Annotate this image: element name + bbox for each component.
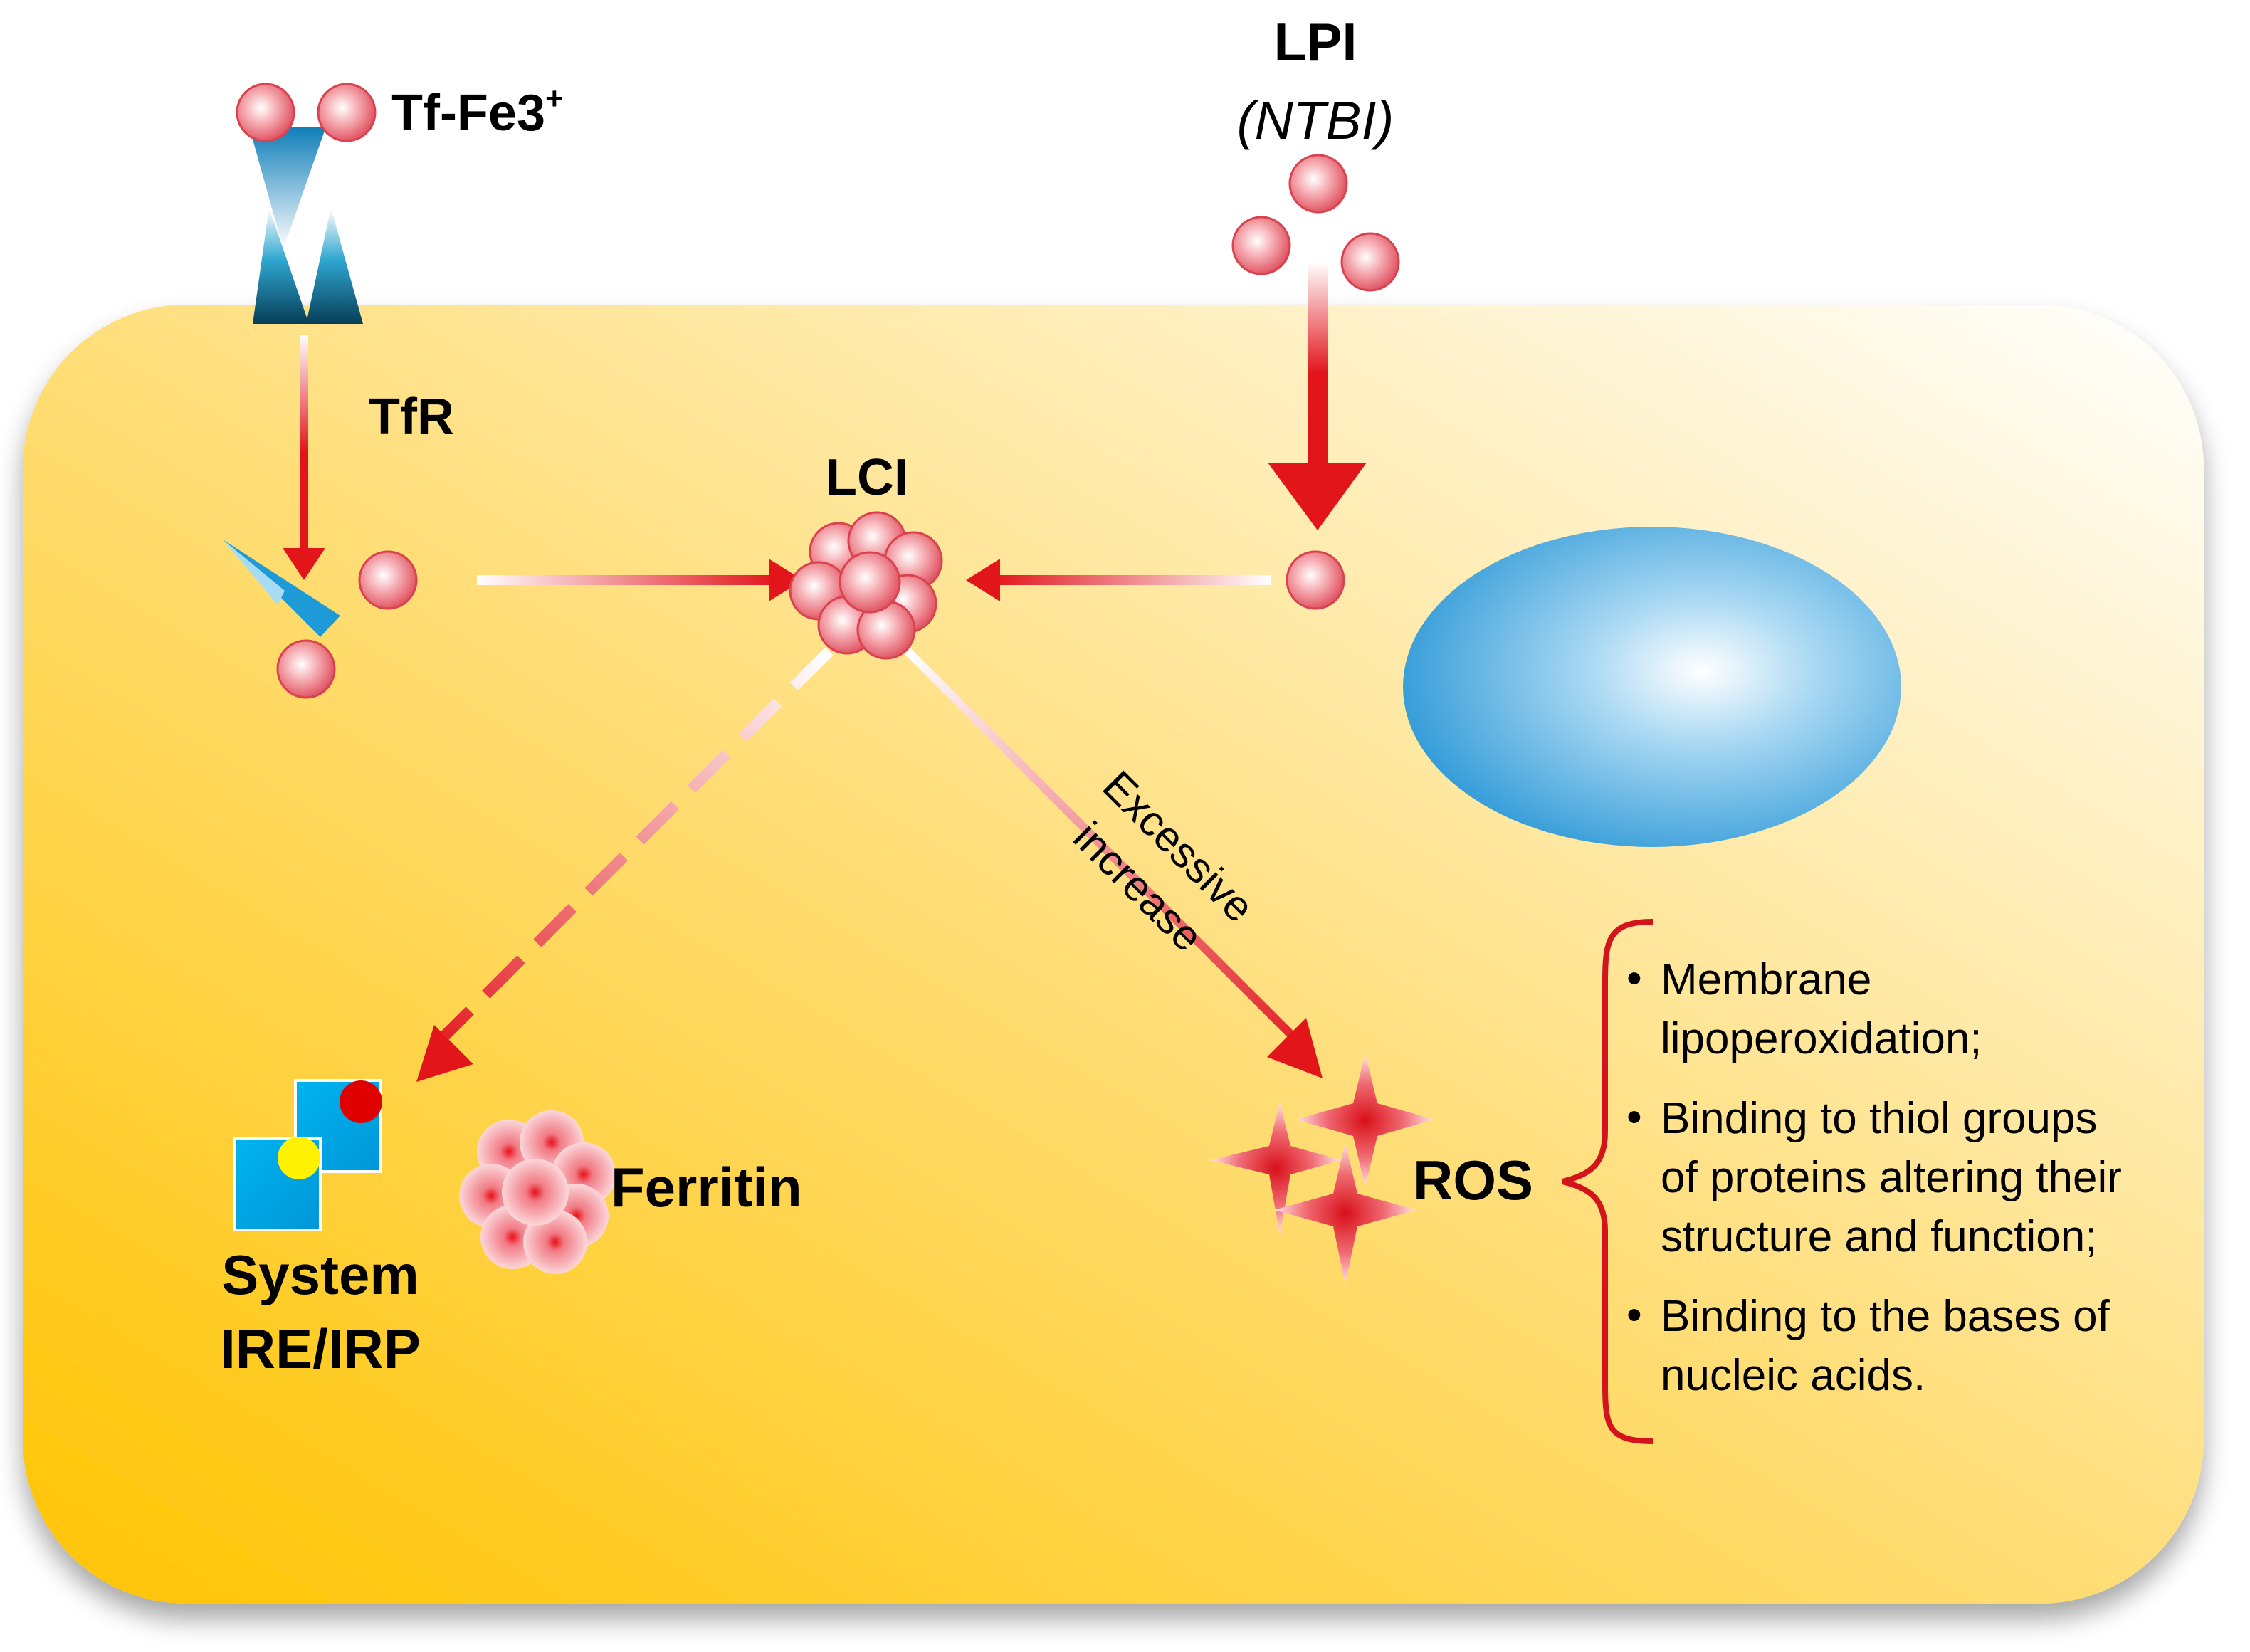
effect-2-bullet: • <box>1626 1093 1642 1142</box>
ros-effects-list: • Membrane lipoperoxidation; • Binding t… <box>1626 954 2122 1400</box>
ire-irp-system-icon <box>233 1079 382 1231</box>
cell-body <box>23 305 2204 1604</box>
lpi-uptake-arrow <box>1268 262 1367 530</box>
ferritin-label: Ferritin <box>611 1156 802 1219</box>
tf-fe3-label: Tf-Fe3+ <box>391 81 564 142</box>
ros-stars <box>1210 1053 1434 1285</box>
lci-label: LCI <box>826 449 908 506</box>
lpi-ball-right <box>1340 232 1400 292</box>
tf-iron-ball-right <box>317 83 377 142</box>
arrow-tfr-to-lci <box>477 559 803 601</box>
effects-bracket <box>1562 919 1654 1444</box>
tfr-internalization-arrow <box>283 335 325 580</box>
nucleus <box>1403 527 1901 847</box>
tfr-label: TfR <box>369 389 454 446</box>
effect-3-bullet: • <box>1626 1290 1642 1340</box>
lpi-ball-top <box>1288 154 1348 214</box>
ros-label: ROS <box>1413 1149 1533 1211</box>
effect-3-line2: nucleic acids. <box>1661 1351 1925 1400</box>
lci-iron-cluster <box>789 511 943 660</box>
arrow-lci-to-ros <box>904 648 1323 1078</box>
effect-1-bullet: • <box>1626 954 1642 1003</box>
ntbi-label: (NTBI) <box>1237 90 1394 150</box>
arrow-lci-to-ire-irp <box>416 647 834 1082</box>
effect-2-line1: Binding to thiol groups <box>1661 1094 2098 1143</box>
arrow-ntbi-to-lci <box>966 559 1271 601</box>
endosome-iron-ball <box>276 639 336 699</box>
ntbi-cytosol-ball <box>1286 550 1345 610</box>
system-label-line2: IRE/IRP <box>220 1317 421 1380</box>
effect-1-line2: lipoperoxidation; <box>1661 1014 1982 1063</box>
lpi-ball-left <box>1231 216 1291 275</box>
effect-3-line1: Binding to the bases of <box>1661 1292 2110 1341</box>
lpi-label: LPI <box>1274 12 1357 72</box>
transferrin-receptor <box>249 127 363 324</box>
effect-2-line2: of proteins altering their <box>1661 1153 2122 1202</box>
effect-2-line3: structure and function; <box>1661 1212 2097 1261</box>
tf-iron-ball-left <box>236 83 295 142</box>
system-label-line1: System <box>221 1243 419 1306</box>
released-iron-ball <box>358 550 418 610</box>
ferritin-icon <box>459 1110 616 1274</box>
endosome-receptor-highlight <box>223 540 285 605</box>
effect-1-line1: Membrane <box>1661 955 1871 1004</box>
